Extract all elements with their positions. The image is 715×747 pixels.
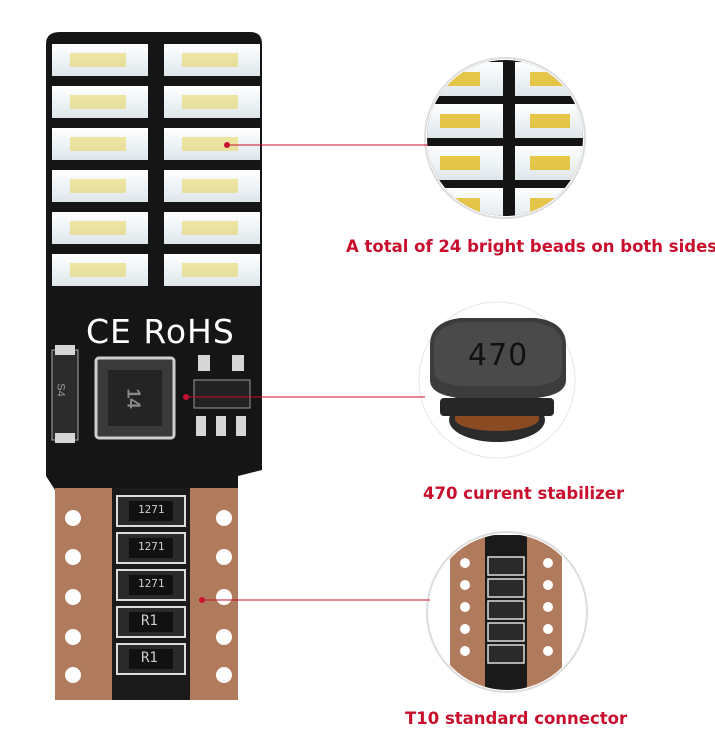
led-bead xyxy=(52,86,148,118)
led-phosphor xyxy=(182,221,238,235)
led-bead xyxy=(52,44,148,76)
led-phosphor xyxy=(70,53,126,67)
zoom-inductor-closeup xyxy=(418,301,576,459)
resistor-marking-1: 1271 xyxy=(138,503,165,516)
led-bead xyxy=(164,128,260,160)
zoom-connector-closeup xyxy=(426,531,588,693)
led-phosphor xyxy=(182,263,238,277)
led-phosphor xyxy=(182,179,238,193)
led-bead xyxy=(164,212,260,244)
led-array xyxy=(52,44,260,286)
led-phosphor xyxy=(70,95,126,109)
resistor-marking-4: R1 xyxy=(141,613,158,629)
led-phosphor xyxy=(70,221,126,235)
led-bead xyxy=(164,254,260,286)
callout-lines xyxy=(183,142,430,603)
ic-marking: 14 xyxy=(123,388,144,409)
caption-beads: A total of 24 bright beads on both sides xyxy=(346,237,715,256)
resistor-marking-5: R1 xyxy=(141,650,158,666)
resistor-marking-3: 1271 xyxy=(138,577,165,590)
certification-mark: CE RoHS xyxy=(86,312,235,351)
inductor-label: 470 xyxy=(468,338,529,373)
led-phosphor xyxy=(182,137,238,151)
led-phosphor xyxy=(70,263,126,277)
led-bead xyxy=(52,170,148,202)
zoom-led-closeup xyxy=(424,57,586,219)
led-bead xyxy=(52,254,148,286)
led-bead xyxy=(52,128,148,160)
led-bead xyxy=(164,170,260,202)
led-bead xyxy=(164,44,260,76)
led-bead xyxy=(164,86,260,118)
led-phosphor xyxy=(182,95,238,109)
resistor-marking-2: 1271 xyxy=(138,540,165,553)
smd-components xyxy=(51,345,251,443)
led-bead xyxy=(52,212,148,244)
led-phosphor xyxy=(70,137,126,151)
caption-connector: T10 standard connector xyxy=(405,709,628,728)
diode-marking: S4 xyxy=(54,383,67,397)
resistor-array xyxy=(116,495,186,675)
caption-stabilizer: 470 current stabilizer xyxy=(423,484,625,503)
led-phosphor xyxy=(182,53,238,67)
led-phosphor xyxy=(70,179,126,193)
